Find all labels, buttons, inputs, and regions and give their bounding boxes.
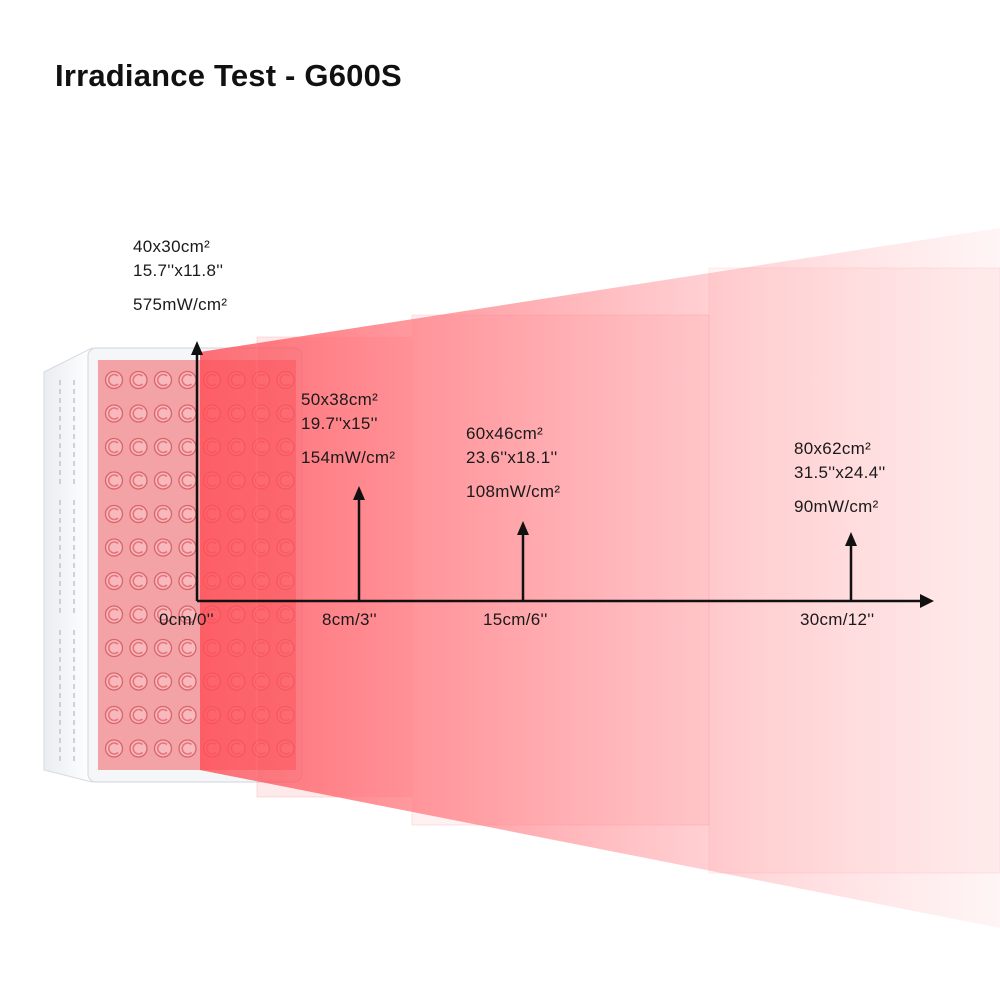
led-icon xyxy=(153,370,173,390)
led-icon xyxy=(104,471,124,490)
led-icon xyxy=(153,571,173,591)
led-icon xyxy=(178,705,197,725)
led-icon xyxy=(104,739,124,758)
led-icon xyxy=(104,404,124,423)
led-icon xyxy=(178,404,197,423)
led-icon xyxy=(129,538,148,557)
distance-axis xyxy=(191,341,934,608)
led-icon xyxy=(153,471,173,490)
led-icon xyxy=(153,638,173,658)
page-title: Irradiance Test - G600S xyxy=(55,58,402,93)
measurement-plane-8cm xyxy=(256,336,413,798)
distance-label-0cm: 0cm/0'' xyxy=(159,610,214,629)
led-icon xyxy=(104,437,124,457)
led-icon xyxy=(104,605,124,624)
led-icon xyxy=(178,739,197,758)
led-icon xyxy=(178,471,197,490)
led-icon xyxy=(178,370,197,390)
measurement-0cm-label: 40x30cm² 15.7''x11.8'' 575mW/cm² xyxy=(133,235,227,317)
led-icon xyxy=(178,672,197,691)
led-icon xyxy=(153,504,173,524)
led-icon xyxy=(153,672,173,691)
led-icon xyxy=(153,739,173,758)
led-icon xyxy=(153,605,173,624)
area-metric: 40x30cm² xyxy=(133,237,211,256)
led-icon xyxy=(153,705,173,725)
led-icon xyxy=(178,605,197,624)
led-icon xyxy=(178,571,197,591)
area-metric: 60x46cm² xyxy=(466,424,544,443)
led-icon xyxy=(178,638,197,658)
measurement-plane-15cm xyxy=(411,314,710,826)
led-icon xyxy=(178,437,197,457)
area-imperial: 31.5''x24.4'' xyxy=(794,463,886,482)
vent-slots xyxy=(59,380,75,761)
led-icon xyxy=(129,638,148,658)
light-beam xyxy=(200,228,1000,928)
led-icon xyxy=(104,538,124,557)
led-icon xyxy=(129,370,148,390)
led-icon xyxy=(104,504,124,524)
area-imperial: 19.7''x15'' xyxy=(301,414,378,433)
led-icon xyxy=(153,404,173,423)
device-side xyxy=(43,347,93,783)
led-icon xyxy=(129,672,148,691)
led-icon xyxy=(129,404,148,423)
led-icon xyxy=(104,672,124,691)
led-icon xyxy=(129,571,148,591)
distance-label-30cm: 30cm/12'' xyxy=(800,610,875,629)
led-icon xyxy=(104,638,124,658)
led-icon xyxy=(129,437,148,457)
irradiance-value: 90mW/cm² xyxy=(794,497,879,516)
area-metric: 80x62cm² xyxy=(794,439,872,458)
led-icon xyxy=(129,504,148,524)
led-icon xyxy=(104,705,124,725)
led-icon xyxy=(153,437,173,457)
led-icon xyxy=(129,605,148,624)
led-icon xyxy=(104,571,124,591)
area-imperial: 23.6''x18.1'' xyxy=(466,448,558,467)
area-imperial: 15.7''x11.8'' xyxy=(133,261,224,280)
measurement-plane-30cm xyxy=(708,267,1000,874)
measurement-8cm-label: 50x38cm² 19.7''x15'' 154mW/cm² xyxy=(301,388,395,470)
area-metric: 50x38cm² xyxy=(301,390,379,409)
measurement-30cm-label: 80x62cm² 31.5''x24.4'' 90mW/cm² xyxy=(794,437,886,519)
irradiance-value: 108mW/cm² xyxy=(466,482,561,501)
distance-label-8cm: 8cm/3'' xyxy=(322,610,377,629)
led-icon xyxy=(153,538,173,557)
led-icon xyxy=(129,471,148,490)
led-icon xyxy=(129,739,148,758)
measurement-15cm-label: 60x46cm² 23.6''x18.1'' 108mW/cm² xyxy=(466,422,560,504)
irradiance-value: 154mW/cm² xyxy=(301,448,396,467)
led-icon xyxy=(104,370,124,390)
led-icon xyxy=(129,705,148,725)
led-icon xyxy=(178,538,197,557)
irradiance-value: 575mW/cm² xyxy=(133,295,228,314)
distance-label-15cm: 15cm/6'' xyxy=(483,610,548,629)
led-icon xyxy=(178,504,197,524)
